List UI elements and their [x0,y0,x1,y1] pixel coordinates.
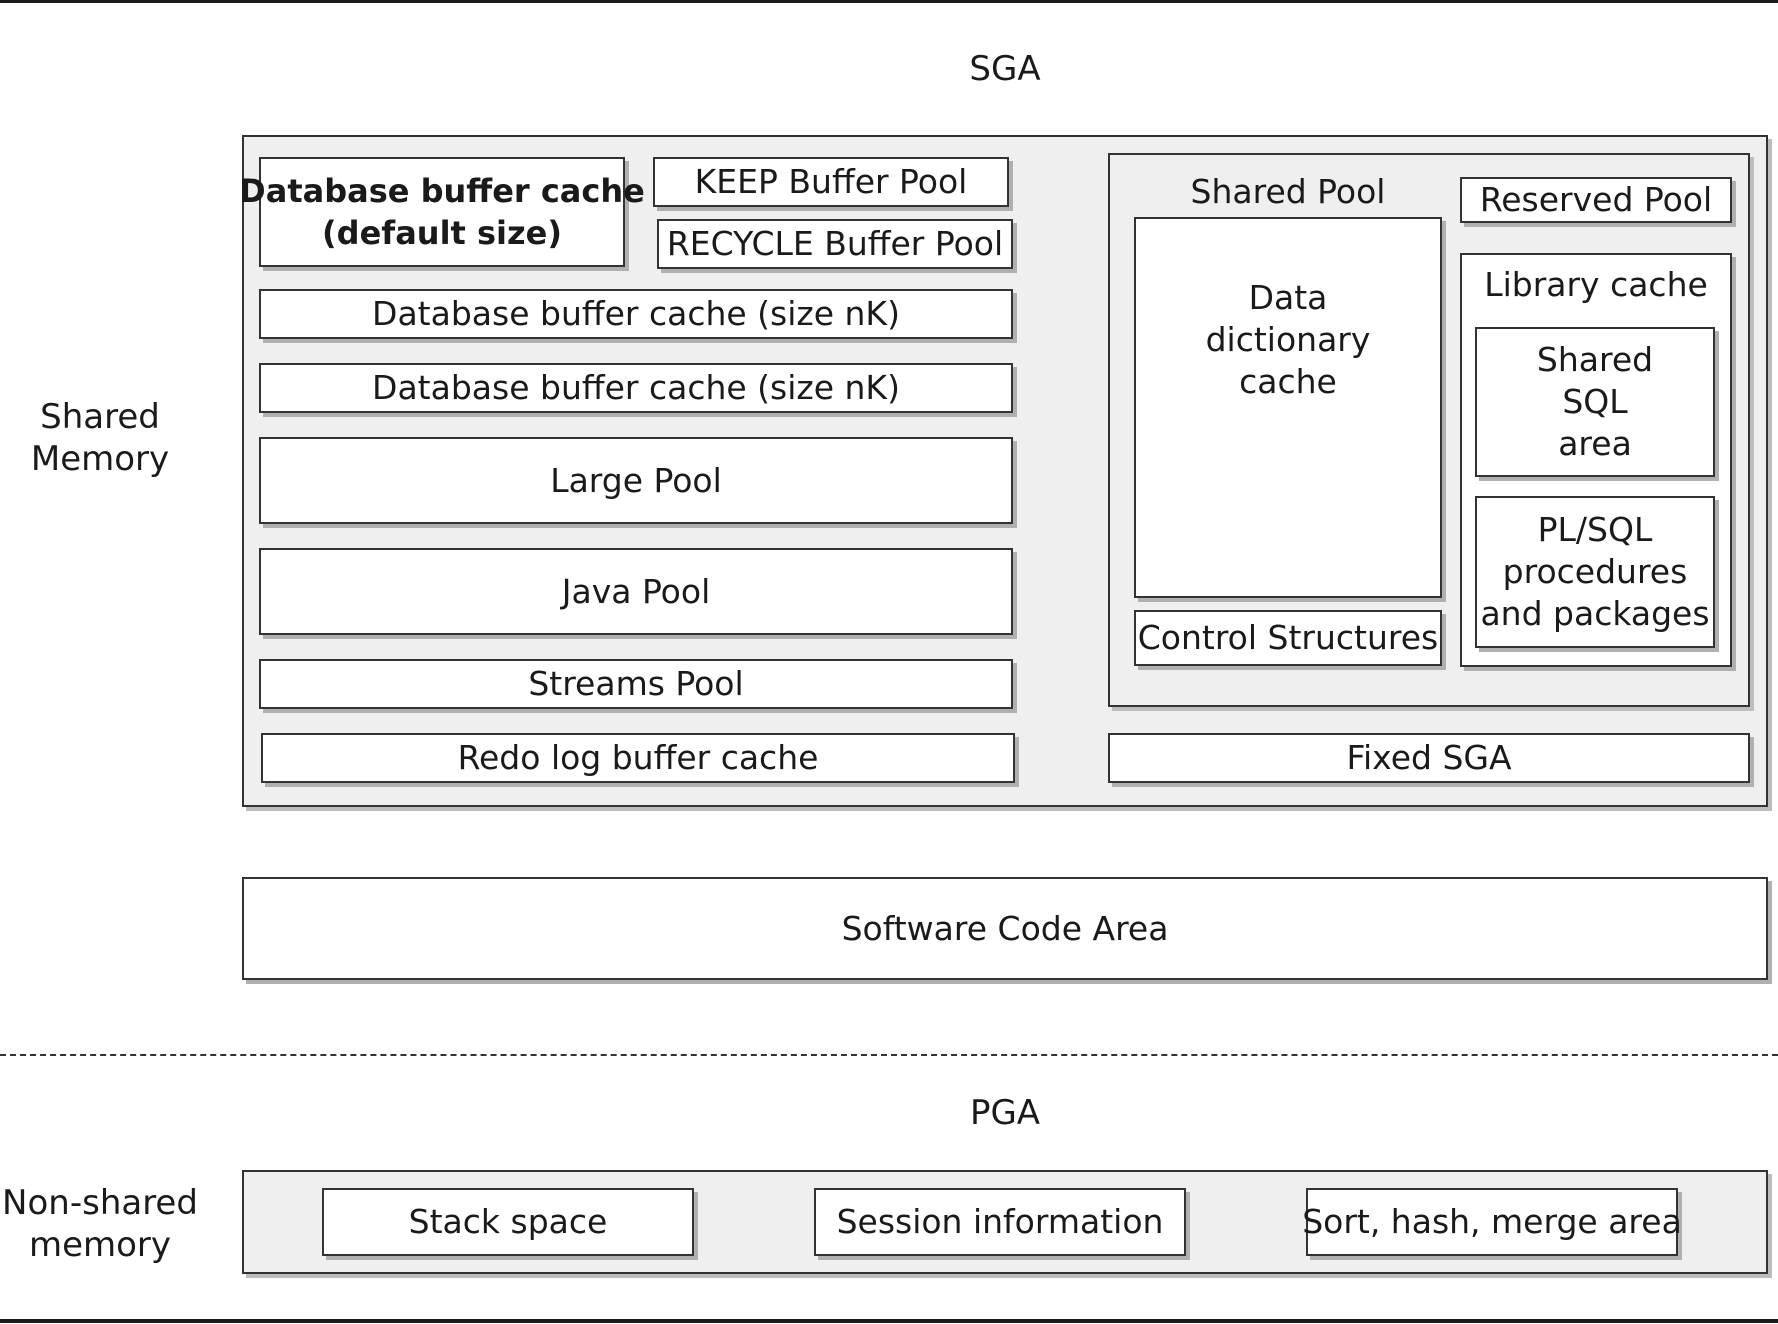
database-buffer-cache-default: Database buffer cache (default size) [239,157,645,267]
database-buffer-cache-nk-2: Database buffer cache (size nK) [259,363,1013,413]
shared-nonshared-divider [0,1054,1778,1056]
keep-buffer-pool: KEEP Buffer Pool [653,157,1009,207]
pga-title: PGA [969,1093,1041,1133]
java-pool: Java Pool [259,548,1013,635]
session-information: Session information [814,1188,1186,1256]
reserved-pool: Reserved Pool [1460,177,1732,223]
library-cache-title: Library cache [1484,265,1708,304]
stack-space: Stack space [322,1188,694,1256]
control-structures: Control Structures [1134,610,1442,666]
redo-log-buffer-cache: Redo log buffer cache [261,733,1015,783]
software-code-area: Software Code Area [242,877,1768,980]
streams-pool: Streams Pool [259,659,1013,709]
sort-hash-merge-area: Sort, hash, merge area [1302,1188,1682,1256]
shared-sql-area: Shared SQL area [1475,327,1715,477]
fixed-sga: Fixed SGA [1108,733,1750,783]
database-buffer-cache-nk-1: Database buffer cache (size nK) [259,289,1013,339]
non-shared-memory-label: Non-shared memory [2,1183,198,1265]
sga-title: SGA [969,49,1041,89]
recycle-buffer-pool: RECYCLE Buffer Pool [657,219,1013,269]
top-border-line [0,0,1778,3]
bottom-border-line [0,1319,1778,1323]
shared-memory-label: Shared Memory [30,397,170,479]
large-pool: Large Pool [259,437,1013,524]
shared-pool-title: Shared Pool [1190,172,1386,211]
data-dictionary-cache: Data dictionary cache [1134,217,1442,598]
plsql-procedures-packages: PL/SQL procedures and packages [1475,496,1715,648]
